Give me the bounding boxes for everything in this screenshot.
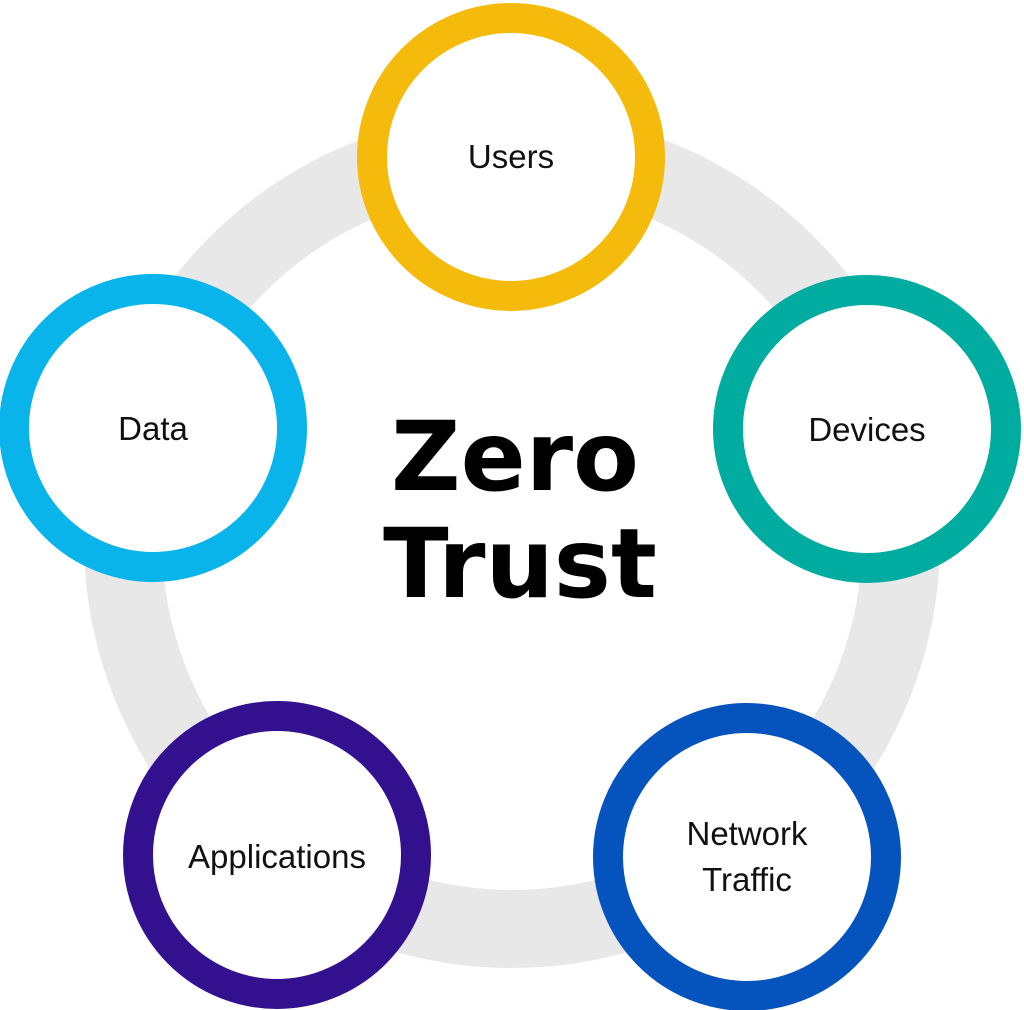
node-applications-label: Applications bbox=[188, 838, 366, 875]
node-devices-ring bbox=[713, 275, 1021, 583]
node-network-traffic-label-line-2: Traffic bbox=[702, 861, 792, 898]
center-title-line-1: Zero bbox=[391, 401, 639, 513]
node-devices: Devices bbox=[713, 275, 1021, 583]
node-data-ring bbox=[0, 274, 307, 582]
center-title-line-2: Trust bbox=[383, 508, 657, 620]
node-applications: Applications bbox=[123, 701, 431, 1009]
node-applications-ring bbox=[123, 701, 431, 1009]
node-users: Users bbox=[357, 3, 665, 311]
node-network-traffic-ring bbox=[593, 703, 901, 1010]
node-users-ring bbox=[357, 3, 665, 311]
node-data-label: Data bbox=[118, 410, 188, 447]
node-network-traffic: Network Traffic bbox=[593, 703, 901, 1010]
node-network-traffic-label-line-1: Network bbox=[686, 815, 808, 852]
node-data: Data bbox=[0, 274, 307, 582]
node-users-label: Users bbox=[468, 138, 554, 175]
node-devices-label: Devices bbox=[808, 411, 925, 448]
